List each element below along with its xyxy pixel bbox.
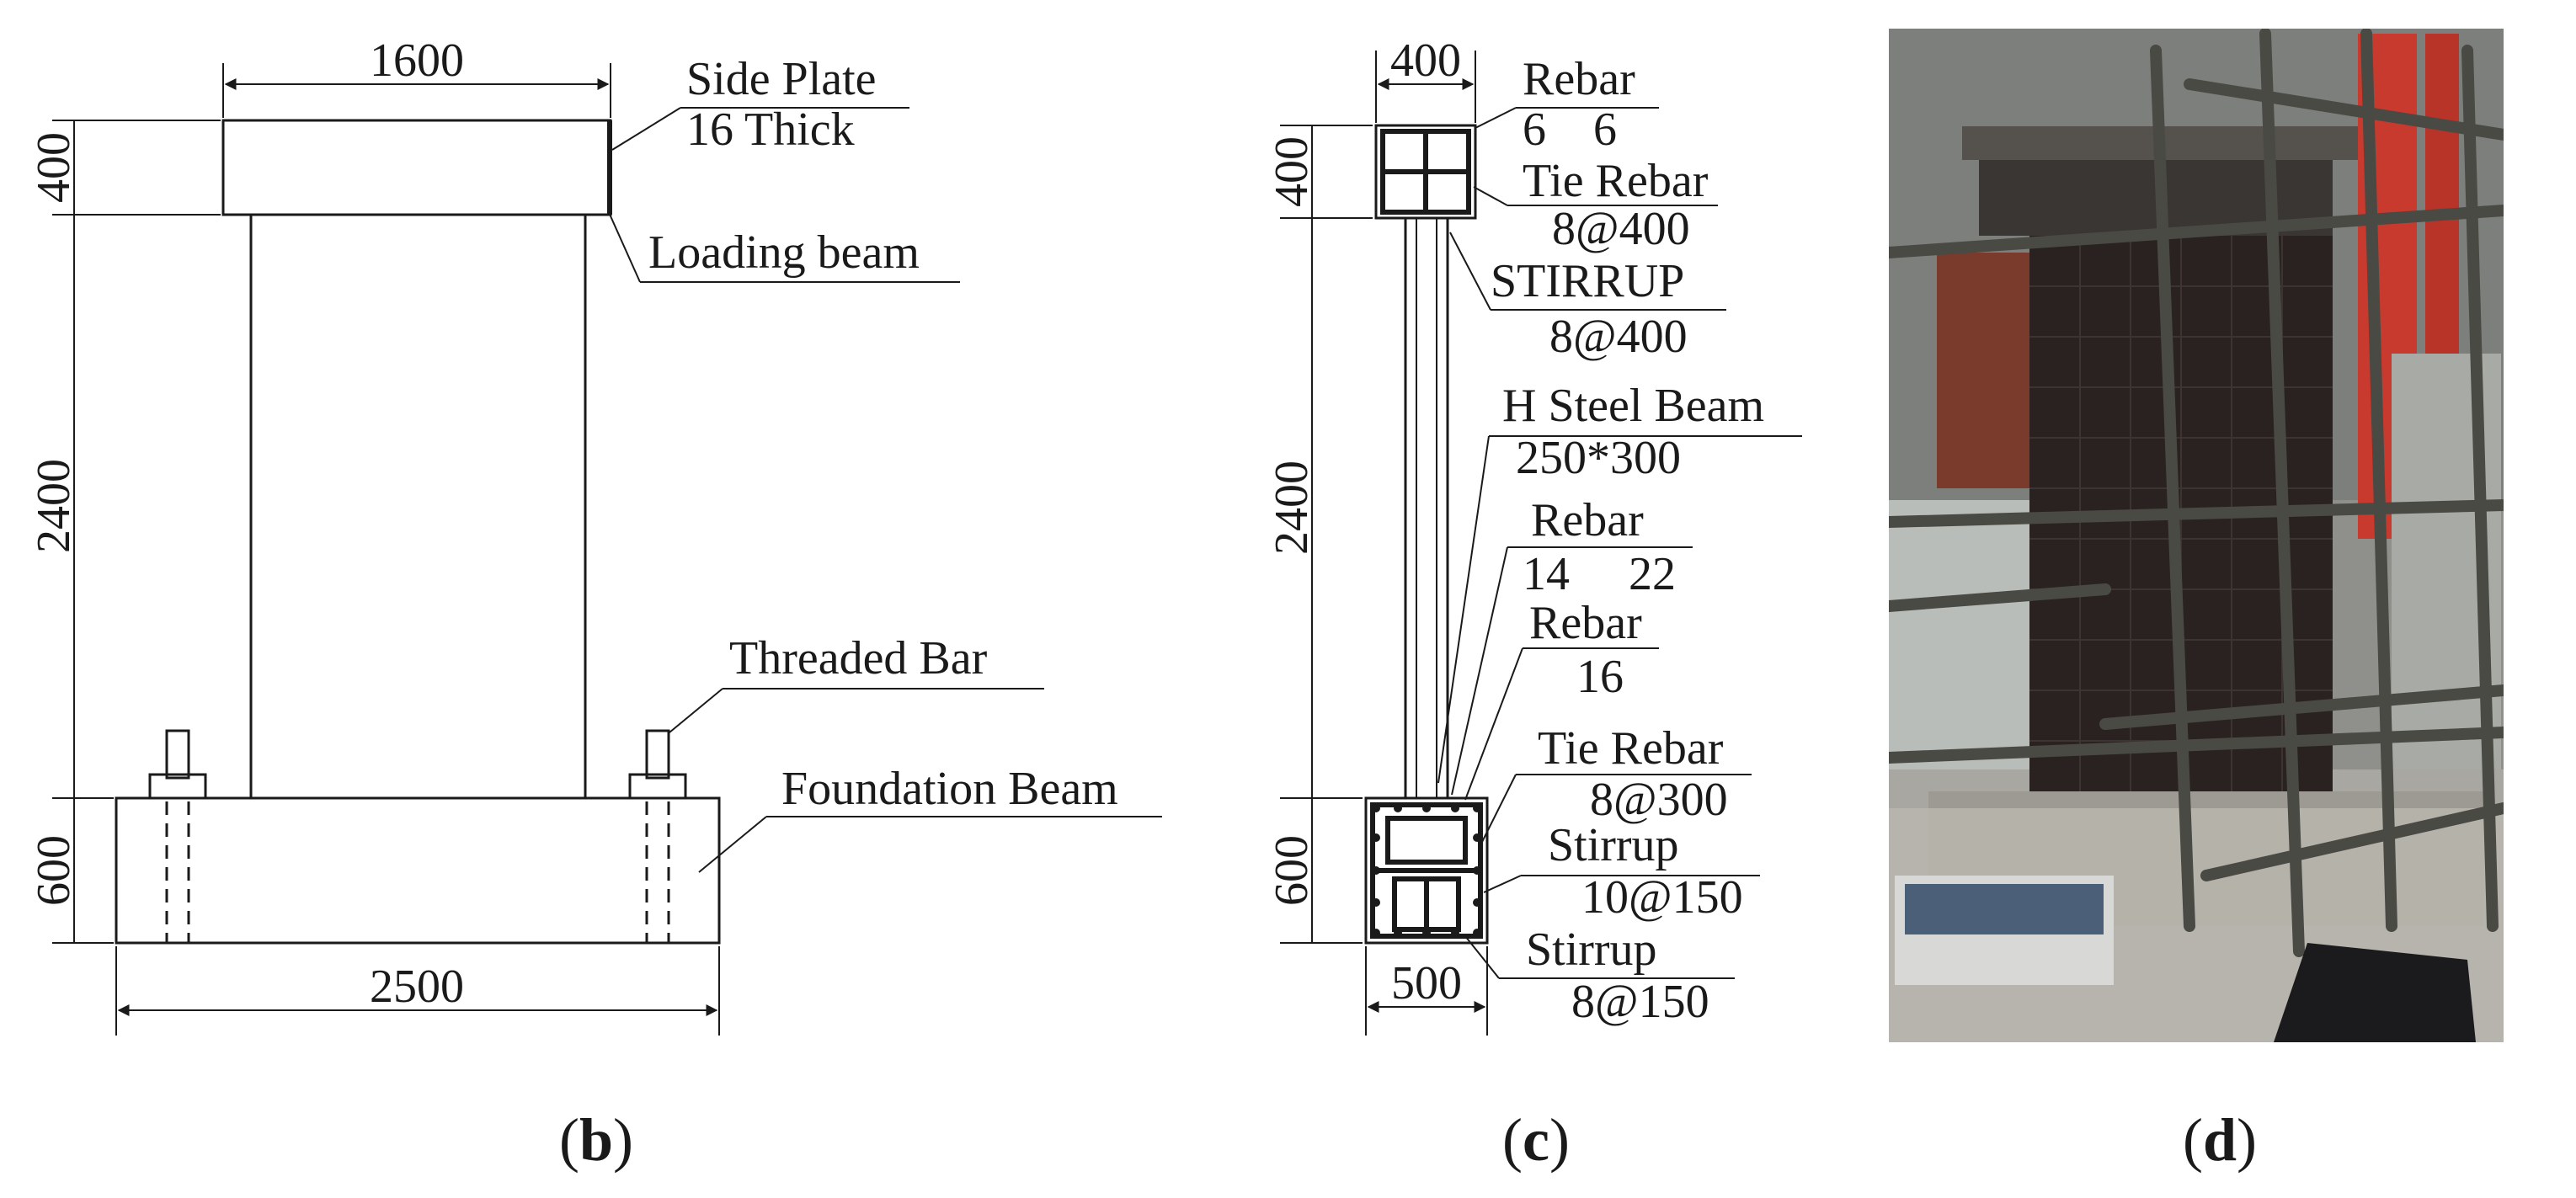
dim-c-beam-height: 400 [1266,136,1318,207]
label-side-plate-thickness: 16 Thick [686,104,855,156]
label-c-stirrup-2: Stirrup [1548,819,1679,871]
label-c-rebar-1-spec: 6 6 [1523,104,1617,156]
dim-beam-height: 400 [28,132,80,203]
label-c-stirrup-2-spec: 10@150 [1581,871,1743,924]
threaded-bar-left [148,729,207,943]
dim-foundation-height: 600 [28,835,80,906]
label-c-tie-rebar-2: Tie Rebar [1538,722,1724,775]
foundation-beam [115,796,721,945]
label-c-stirrup-1: STIRRUP [1491,255,1684,307]
dim-column-height: 2400 [28,459,80,553]
label-c-rebar-1: Rebar [1523,53,1635,105]
threaded-bar-right [628,729,687,943]
caption-b: (b) [559,1106,633,1174]
label-c-tie-rebar-1: Tie Rebar [1523,155,1709,207]
label-c-stirrup-1-spec: 8@400 [1549,311,1688,363]
label-c-rebar-3-spec: 16 [1576,651,1624,703]
panel-b-elevation: 1600 400 2400 600 2500 Side Plate 16 Thi… [28,35,1162,1036]
label-threaded-bar: Threaded Bar [729,632,988,684]
dim-top-width: 1600 [370,35,464,87]
dim-foundation-width: 2500 [370,961,464,1013]
label-side-plate: Side Plate [686,53,877,105]
rebar-dots [1372,804,1481,937]
caption-c: (c) [1502,1106,1570,1174]
loading-beam [221,119,612,216]
label-foundation-beam: Foundation Beam [781,763,1118,815]
section-foundation [1364,796,1489,945]
dim-c-column-height: 2400 [1266,461,1318,555]
label-c-tie-rebar-2-spec: 8@300 [1590,774,1728,826]
label-loading-beam: Loading beam [648,226,920,279]
label-c-stirrup-3-spec: 8@150 [1571,976,1709,1028]
dim-c-top-width: 400 [1390,35,1461,87]
caption-d: (d) [2183,1106,2257,1174]
section-loading-beam [1374,124,1477,220]
label-c-rebar-3: Rebar [1529,597,1642,649]
label-c-h-steel-spec: 250*300 [1516,432,1681,484]
dim-c-foundation-width: 500 [1391,957,1462,1009]
label-c-rebar-2: Rebar [1531,494,1644,546]
label-c-h-steel: H Steel Beam [1502,380,1764,432]
label-c-stirrup-3: Stirrup [1526,924,1657,976]
dim-c-foundation-height: 600 [1266,835,1318,906]
label-c-rebar-2-spec: 14 22 [1523,548,1676,600]
panel-d-photo [1889,29,2504,1042]
panel-c-section: 400 400 2400 600 500 Rebar 6 6 Tie Rebar… [1266,35,1802,1036]
label-c-tie-rebar-1-spec: 8@400 [1552,203,1690,255]
